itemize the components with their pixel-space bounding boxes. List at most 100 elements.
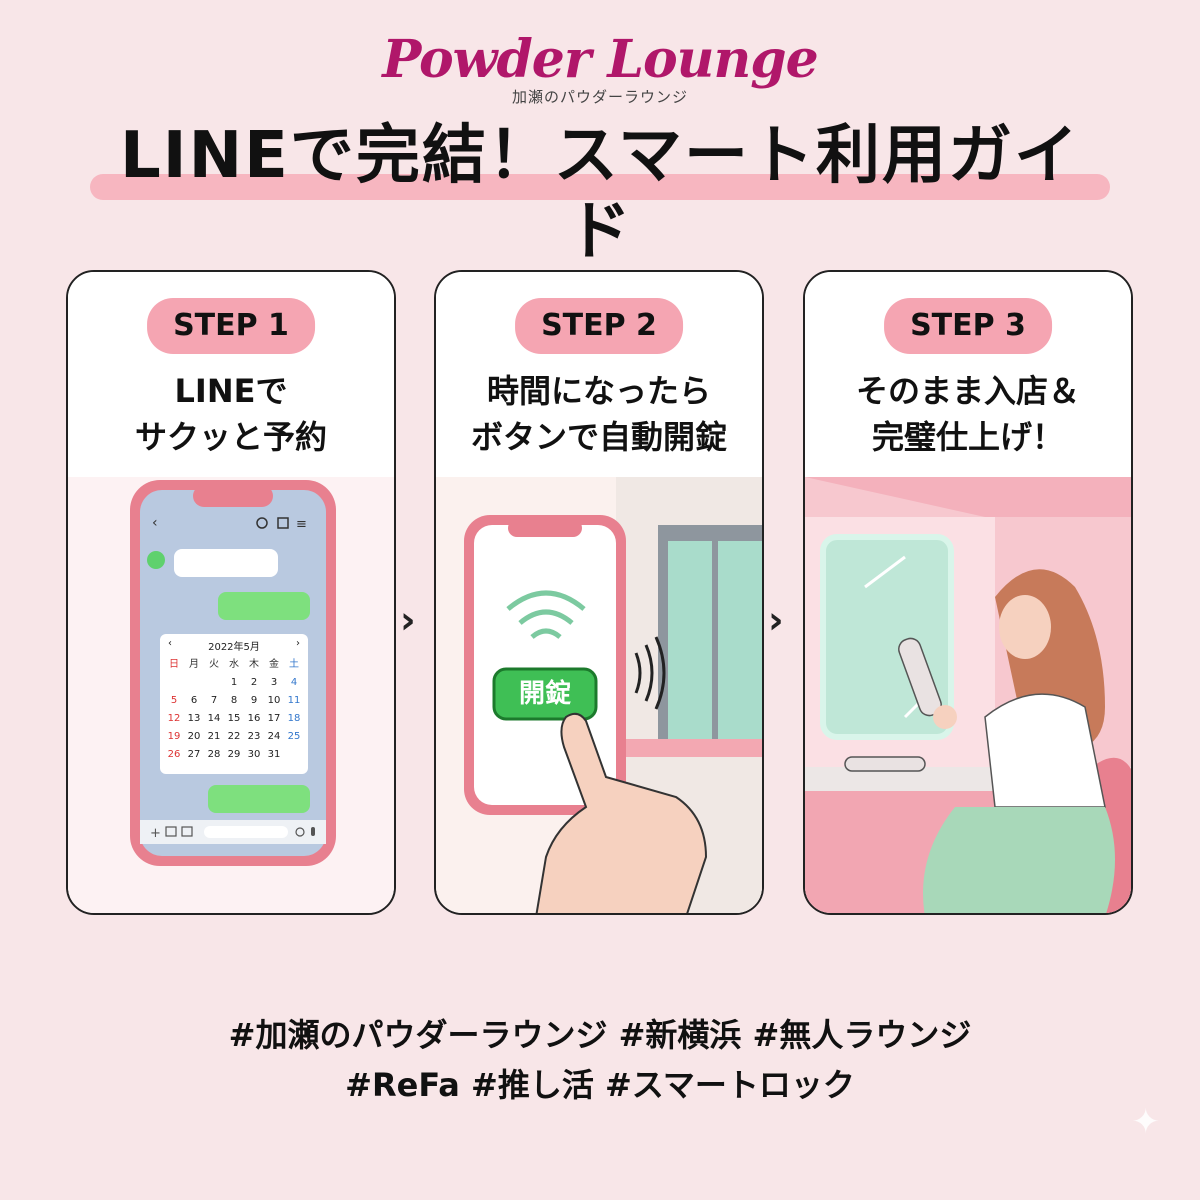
- calendar-day[interactable]: 27: [187, 749, 201, 760]
- phone-notch: [508, 519, 582, 537]
- brand-subname: 加瀬のパウダーラウンジ: [511, 88, 688, 106]
- call-icon: [277, 517, 289, 529]
- calendar-weekday: 火: [209, 659, 219, 670]
- calendar-day[interactable]: 16: [247, 713, 261, 724]
- wireless-icon: [506, 590, 586, 611]
- step-title-line: そのまま入店＆: [855, 372, 1080, 410]
- lounge-styling-illustration: [805, 477, 1131, 913]
- arrow-right-icon: ›: [768, 598, 784, 642]
- calendar-weekday: 日: [169, 659, 179, 670]
- calendar-day[interactable]: 20: [187, 731, 201, 742]
- headline: LINEで完結！スマート利用ガイド: [120, 119, 1080, 269]
- calendar-day[interactable]: 30: [247, 749, 261, 760]
- step-panel-2: STEP 2 時間になったら ボタンで自動開錠: [434, 270, 764, 915]
- calendar-weekday: 土: [289, 659, 299, 670]
- calendar-day[interactable]: 29: [227, 749, 241, 760]
- step-label: STEP 1: [147, 298, 315, 354]
- calendar-day[interactable]: 4: [290, 677, 298, 688]
- calendar-day[interactable]: 11: [287, 695, 301, 706]
- hair-iron-on-counter: [844, 756, 926, 772]
- calendar-day[interactable]: 9: [250, 695, 258, 706]
- calendar-day[interactable]: 1: [230, 677, 238, 688]
- calendar-prev-icon[interactable]: ‹: [168, 638, 172, 649]
- calendar-weekday: 金: [269, 659, 279, 670]
- woman-blouse: [984, 693, 1106, 808]
- calendar-weekday: 木: [249, 659, 259, 670]
- unlock-scene: [436, 477, 762, 913]
- door-glass-left: [668, 541, 712, 741]
- step-panel-1: STEP 1 LINEで サクッと予約 ‹ ≡ ‹: [66, 270, 396, 915]
- back-icon: ‹: [152, 515, 158, 531]
- unlock-button-shape: [492, 667, 598, 721]
- step-title-line: LINEで: [174, 372, 288, 410]
- calendar-day[interactable]: 23: [247, 731, 261, 742]
- step-title-line: 完璧仕上げ！: [871, 418, 1064, 456]
- arrow-right-icon: ›: [400, 598, 416, 642]
- calendar-day[interactable]: 24: [267, 731, 281, 742]
- step-panel-3: STEP 3 そのまま入店＆ 完璧仕上げ！: [803, 270, 1133, 915]
- hashtag-block: #加瀬のパウダーラウンジ #新横浜 #無人ラウンジ #ReFa #推し活 #スマ…: [0, 1010, 1200, 1110]
- hashtags-line: #加瀬のパウダーラウンジ #新横浜 #無人ラウンジ: [228, 1016, 972, 1054]
- chat-bubble-in: [174, 549, 278, 577]
- step-panel-header: STEP 3 そのまま入店＆ 完璧仕上げ！: [805, 272, 1131, 477]
- step-panel-header: STEP 2 時間になったら ボタンで自動開錠: [436, 272, 762, 477]
- calendar-day[interactable]: 13: [187, 713, 201, 724]
- calendar-day[interactable]: 18: [287, 713, 301, 724]
- calendar-day[interactable]: 26: [167, 749, 181, 760]
- calendar-day[interactable]: 15: [227, 713, 241, 724]
- calendar-day[interactable]: 19: [167, 731, 181, 742]
- step-title-line: サクッと予約: [134, 418, 327, 456]
- step-label: STEP 3: [884, 298, 1052, 354]
- headline-block: LINEで完結！スマート利用ガイド: [90, 118, 1110, 269]
- step-panel-header: STEP 1 LINEで サクッと予約: [68, 272, 394, 477]
- calendar-day[interactable]: 25: [287, 731, 301, 742]
- headline-underline: [90, 174, 1110, 200]
- calendar-day[interactable]: 3: [270, 677, 278, 688]
- phone-notch: [193, 485, 273, 507]
- calendar-day[interactable]: 10: [267, 695, 281, 706]
- calendar-next-icon[interactable]: ›: [296, 638, 300, 649]
- step-label: STEP 2: [515, 298, 683, 354]
- brand-logo: Powder Lounge 加瀬のパウダーラウンジ: [0, 30, 1200, 107]
- calendar-day[interactable]: 8: [230, 695, 238, 706]
- entry-mat: [626, 739, 762, 757]
- calendar-weekday: 水: [229, 659, 239, 670]
- step-title: そのまま入店＆ 完璧仕上げ！: [805, 368, 1131, 460]
- sparkle-icon: ✦: [1131, 1102, 1161, 1142]
- calendar-day[interactable]: 17: [267, 713, 281, 724]
- step-title: LINEで サクッと予約: [68, 368, 394, 460]
- search-icon: [256, 517, 268, 529]
- calendar-day[interactable]: 14: [207, 713, 221, 724]
- calendar-day[interactable]: 7: [210, 695, 218, 706]
- phone-line-chat-illustration: ‹ ≡: [68, 477, 394, 913]
- calendar-card: [160, 634, 308, 774]
- auto-unlock-illustration: 開錠: [436, 477, 762, 913]
- calendar-day[interactable]: 21: [207, 731, 221, 742]
- hand-pointer-icon: [535, 712, 708, 913]
- door-glass-right: [718, 541, 762, 741]
- calendar-day[interactable]: 22: [227, 731, 241, 742]
- brand-name: Powder Lounge: [382, 29, 818, 90]
- menu-icon: ≡: [296, 517, 307, 532]
- calendar-day[interactable]: 5: [170, 695, 178, 706]
- step-title-line: ボタンで自動開錠: [470, 418, 727, 456]
- chat-bubble-out: [218, 592, 310, 620]
- calendar-day[interactable]: 12: [167, 713, 181, 724]
- step-title: 時間になったら ボタンで自動開錠: [436, 368, 762, 460]
- calendar-day[interactable]: 28: [207, 749, 221, 760]
- calendar-month: 2022年5月: [208, 642, 260, 653]
- calendar-day[interactable]: 6: [190, 695, 198, 706]
- hashtags-line: #ReFa #推し活 #スマートロック: [345, 1066, 855, 1104]
- calendar-weekday: 月: [189, 659, 199, 670]
- calendar-day[interactable]: 31: [267, 749, 281, 760]
- signal-icon: [634, 652, 642, 694]
- woman-face: [999, 595, 1051, 659]
- lounge-scene: [805, 477, 1131, 913]
- calendar-day[interactable]: 2: [250, 677, 258, 688]
- unlock-button[interactable]: 開錠: [518, 679, 571, 709]
- step-title-line: 時間になったら: [486, 372, 711, 410]
- woman-skirt: [923, 807, 1115, 913]
- line-avatar-icon: [147, 551, 165, 569]
- hand: [933, 705, 957, 729]
